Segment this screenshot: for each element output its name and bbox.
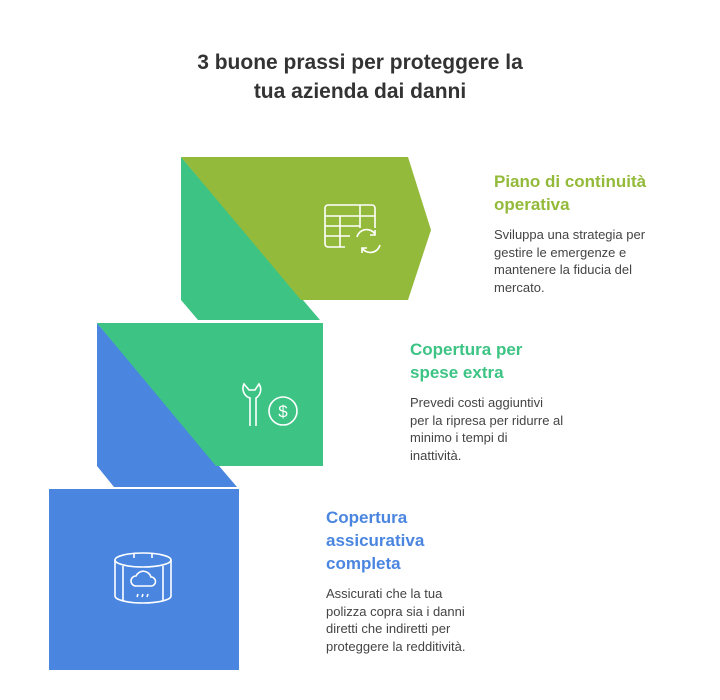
spreadsheet-sync-icon [324,204,381,254]
desc-line: polizza copra sia i danni [326,603,465,619]
step-2-heading: Copertura per spese extra [410,338,630,384]
desc-line: Prevedi costi aggiuntivi [410,395,543,410]
step-1-heading-line: Piano di continuità [494,172,647,191]
step-3-text: Copertura assicurativa completa Assicura… [326,506,546,655]
step-1-description: Sviluppa una strategia per gestire le em… [494,226,694,296]
step-3-description: Assicurati che la tua polizza copra sia … [326,585,546,655]
diagram-title: 3 buone prassi per proteggere la tua azi… [0,48,720,106]
desc-line: gestire le emergenze e [494,244,627,260]
wrench-dollar-icon: $ [242,382,298,426]
desc-line: Assicurati che la tua [326,586,443,601]
step-3-shape [49,489,239,670]
desc-line: Sviluppa una strategia per [494,227,646,242]
step-2-heading-line: spese extra [410,363,504,382]
desc-line: per la ripresa per ridurre al [410,412,564,428]
step-1-shape [181,157,431,300]
step-2-shape [97,323,323,466]
desc-line: minimo i tempi di [410,430,508,445]
step-3-heading: Copertura assicurativa completa [326,506,546,575]
step-2-heading-line: Copertura per [410,340,523,359]
title-line-1: 3 buone prassi per proteggere la [197,51,523,74]
step-2-text: Copertura per spese extra Prevedi costi … [410,338,630,464]
step-3-heading-line: Copertura [326,508,408,527]
weather-cylinder-icon [114,552,172,604]
desc-line: mantenere la fiducia del [494,262,633,277]
step-1-text: Piano di continuità operativa Sviluppa u… [494,170,694,296]
step-2-description: Prevedi costi aggiuntivi per la ripresa … [410,394,630,464]
step-3-heading-line: assicurativa [326,531,425,550]
step-1-heading: Piano di continuità operativa [494,170,694,216]
title-line-2: tua azienda dai danni [253,80,467,103]
step-1-heading-line: operativa [494,195,570,214]
desc-line: inattività. [410,447,462,463]
step-3-heading-line: completa [326,554,401,573]
svg-text:$: $ [278,402,288,421]
desc-line: diretti che indiretti per [326,621,451,636]
desc-line: mercato. [494,279,545,295]
desc-line: proteggere la redditività. [326,638,466,654]
